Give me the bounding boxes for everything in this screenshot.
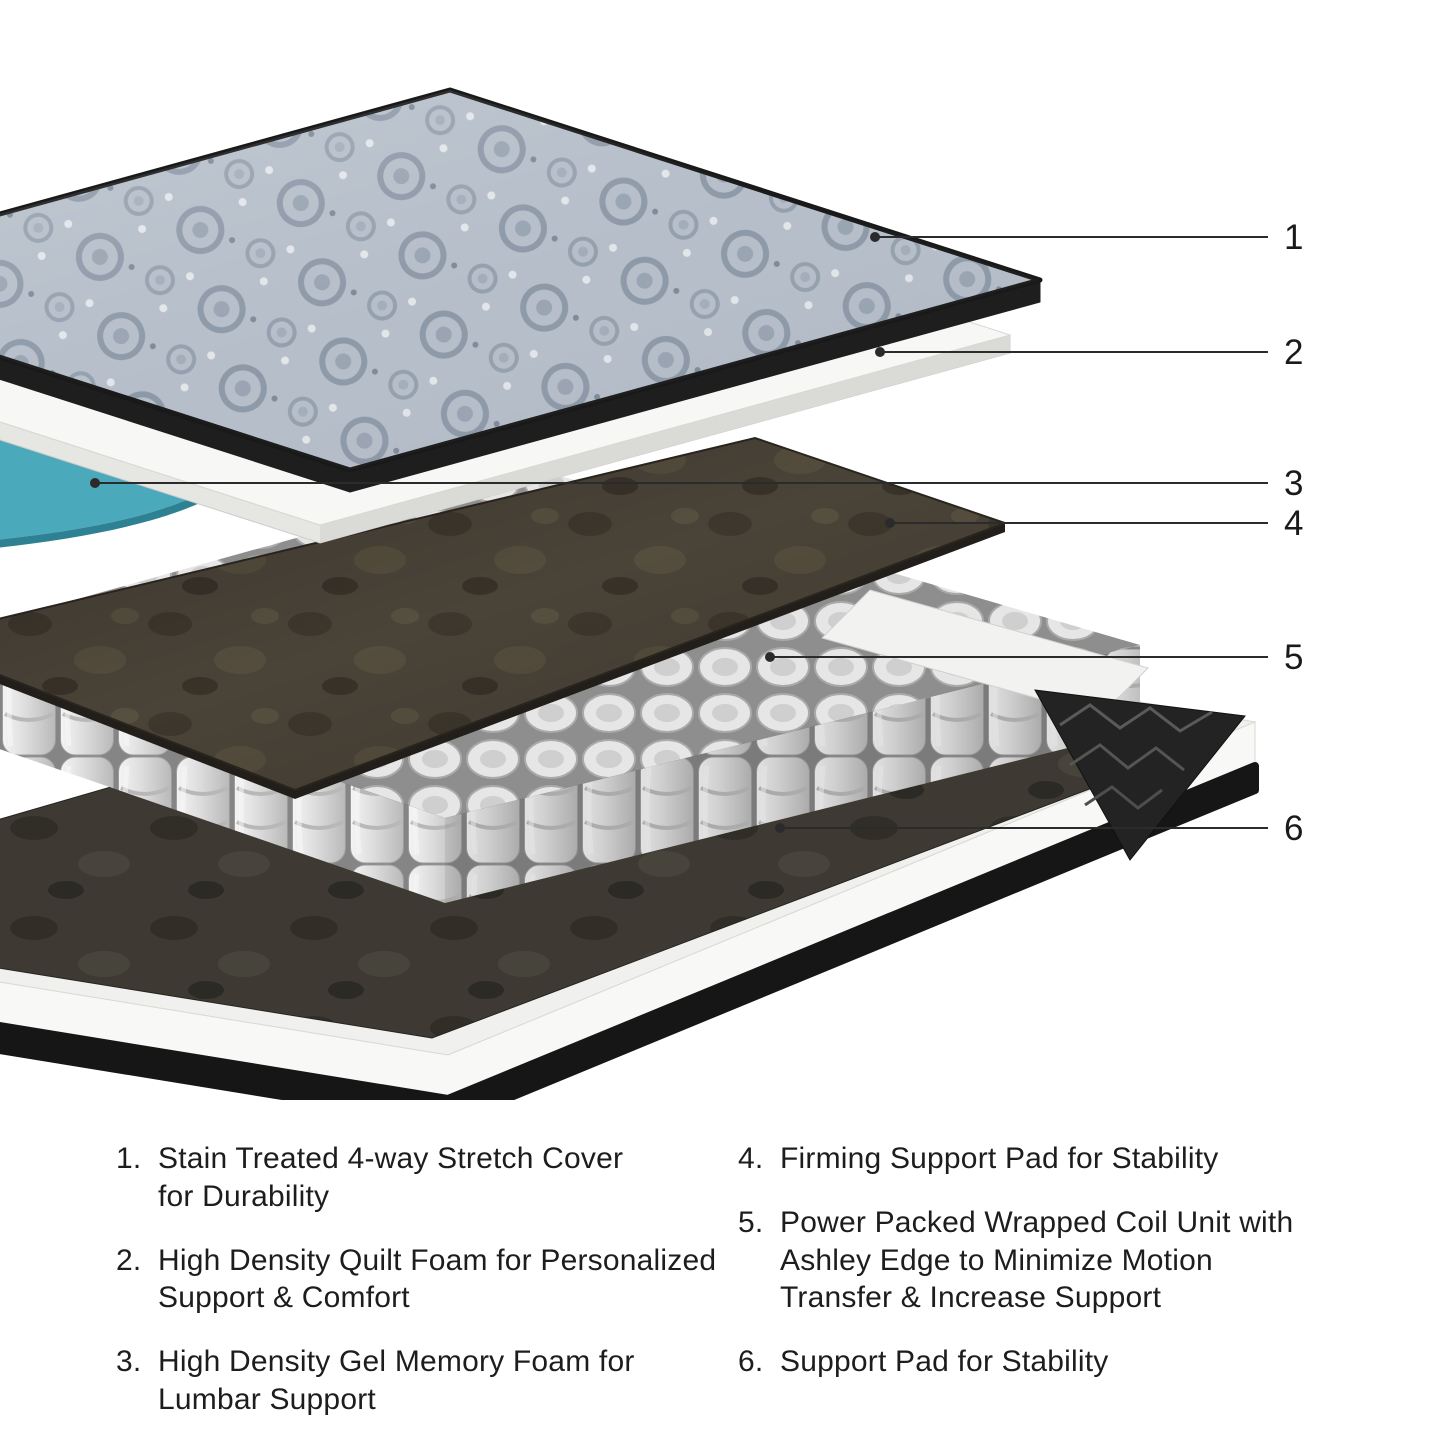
- legend-item-2: 2. High Density Quilt Foam for Personali…: [116, 1242, 726, 1318]
- legend-item-text: Stain Treated 4-way Stretch Cover for Du…: [158, 1142, 624, 1213]
- legend-item-text: Power Packed Wrapped Coil Unit with Ashl…: [780, 1205, 1294, 1315]
- layer-1-stretch-cover: [0, 87, 1043, 493]
- legend-item-1: 1. Stain Treated 4-way Stretch Cover for…: [116, 1140, 726, 1216]
- legend-item-5: 5. Power Packed Wrapped Coil Unit with A…: [738, 1204, 1378, 1317]
- legend-column-left: 1. Stain Treated 4-way Stretch Cover for…: [116, 1140, 726, 1419]
- legend-item-3: 3. High Density Gel Memory Foam for Lumb…: [116, 1343, 726, 1419]
- callout-dot-6: [775, 823, 785, 833]
- callout-dot-1: [870, 232, 880, 242]
- callout-lines: [95, 236, 1268, 829]
- gel-foam-face: [0, 429, 200, 540]
- wedge-texture-line: [1059, 703, 1213, 733]
- callout-numbers: 1 2 3 4 5 6: [1284, 218, 1303, 848]
- legend-item-number: 3.: [116, 1345, 142, 1379]
- callout-dot-2: [875, 347, 885, 357]
- edge-wedge-face: [1034, 689, 1246, 861]
- edge-support-wedge: [1034, 689, 1246, 861]
- mattress-exploded-view: 1 2 3 4 5 6: [0, 87, 1303, 1100]
- legend-item-text: High Density Quilt Foam for Personalized…: [158, 1243, 717, 1315]
- callout-number-2: 2: [1284, 333, 1303, 372]
- callout-number-3: 3: [1284, 464, 1303, 503]
- callout-number-1: 1: [1284, 218, 1303, 257]
- callout-dot-4: [885, 518, 895, 528]
- gel-foam-edge: [0, 494, 202, 548]
- legend-item-number: 6.: [738, 1345, 764, 1379]
- legend-item-text: Firming Support Pad for Stability: [780, 1142, 1219, 1175]
- legend-item-number: 2.: [116, 1243, 142, 1277]
- legend-item-text: Support Pad for Stability: [780, 1345, 1109, 1379]
- callout-number-4: 4: [1284, 504, 1303, 543]
- wedge-texture-line: [1069, 743, 1185, 772]
- coil-right-shading: [445, 645, 1140, 903]
- callout-dot-3: [90, 478, 100, 488]
- callout-dot-5: [765, 652, 775, 662]
- legend-item-4: 4. Firming Support Pad for Stability: [738, 1140, 1378, 1178]
- firming-pad-shading: [0, 438, 1005, 790]
- callout-number-6: 6: [1284, 809, 1303, 848]
- base-black-edge: [0, 762, 1259, 1100]
- wedge-texture-line: [1084, 785, 1163, 810]
- legend-item-number: 5.: [738, 1205, 764, 1239]
- callout-dots: [90, 232, 895, 833]
- legend-column-right: 4. Firming Support Pad for Stability 5. …: [738, 1140, 1378, 1381]
- legend-item-6: 6. Support Pad for Stability: [738, 1343, 1378, 1381]
- legend-item-text: High Density Gel Memory Foam for Lumbar …: [158, 1345, 635, 1416]
- legend-item-number: 4.: [738, 1142, 764, 1175]
- cover-shading: [0, 90, 1040, 470]
- coil-front-right-face: [445, 645, 1140, 903]
- quilt-foam-right-edge: [320, 335, 1010, 543]
- layer-3-gel-memory-foam: [0, 429, 202, 548]
- callout-number-5: 5: [1284, 638, 1303, 677]
- legend-item-number: 1.: [116, 1142, 142, 1175]
